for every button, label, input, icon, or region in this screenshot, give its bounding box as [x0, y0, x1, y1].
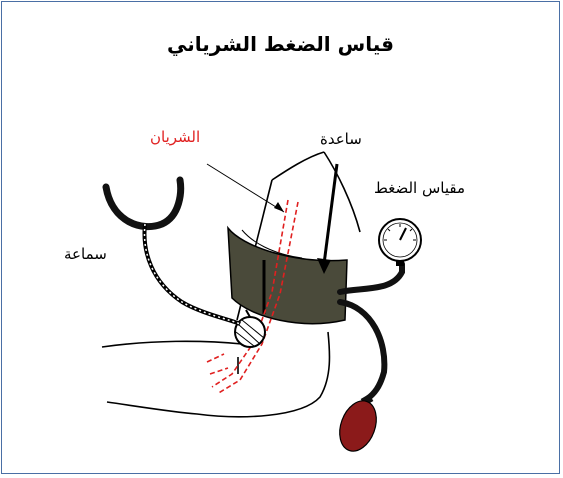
- stethoscope-headset: [106, 180, 181, 227]
- label-pressure-gauge: مقياس الضغط: [374, 179, 465, 197]
- stethoscope-tube: [144, 224, 240, 324]
- label-forearm: ساعدة: [320, 130, 362, 148]
- cuff-tubes: [340, 264, 402, 399]
- label-stethoscope: سماعة: [64, 245, 107, 263]
- forearm-pointer-arrow: [324, 164, 337, 264]
- pressure-cuff: [228, 228, 347, 324]
- inflation-bulb: [333, 394, 383, 456]
- blood-pressure-illustration: [2, 2, 559, 473]
- label-artery: الشريان: [150, 128, 200, 146]
- artery-pointer-line: [207, 164, 284, 212]
- pressure-gauge-dial: [379, 219, 421, 266]
